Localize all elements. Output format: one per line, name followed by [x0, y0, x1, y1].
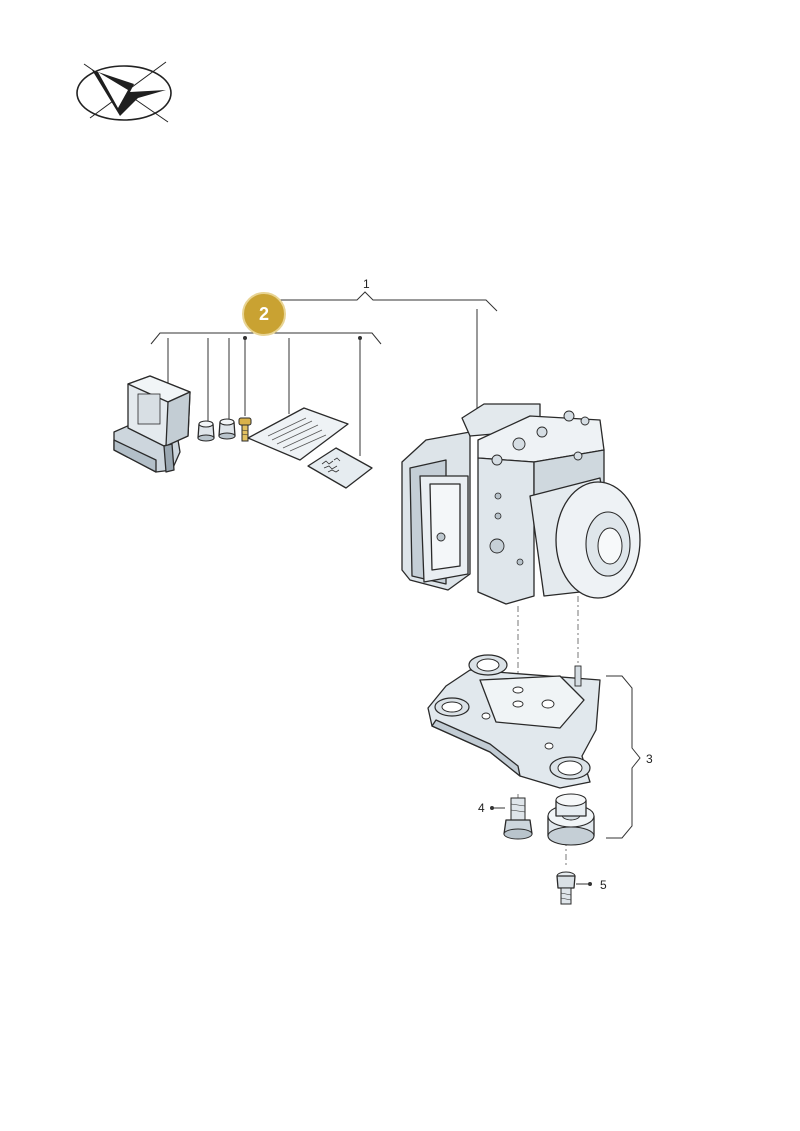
- callout-label-5[interactable]: 5: [600, 878, 607, 892]
- callout-label-3[interactable]: 3: [646, 752, 653, 766]
- mounting-bracket[interactable]: [427, 654, 601, 789]
- label-sticker[interactable]: [307, 447, 373, 489]
- callout-3-bracket: [606, 675, 641, 839]
- callout-label-2: 2: [259, 304, 269, 324]
- callout-label-1[interactable]: 1: [363, 277, 370, 291]
- rubber-mount[interactable]: [547, 793, 595, 846]
- sealing-plug-2[interactable]: [218, 418, 236, 440]
- hydraulic-unit[interactable]: [401, 403, 641, 605]
- sealing-plug-1[interactable]: [197, 420, 215, 442]
- bolt[interactable]: [503, 797, 533, 840]
- screw-gold[interactable]: [238, 417, 252, 442]
- control-unit[interactable]: [113, 375, 191, 473]
- callout-label-4[interactable]: 4: [478, 801, 485, 815]
- instruction-sheet[interactable]: [247, 407, 349, 461]
- callout-badge-2[interactable]: 2: [242, 292, 286, 336]
- logo-icon: [76, 61, 172, 123]
- callout-2-bracket: [150, 332, 382, 456]
- screw[interactable]: [556, 871, 576, 905]
